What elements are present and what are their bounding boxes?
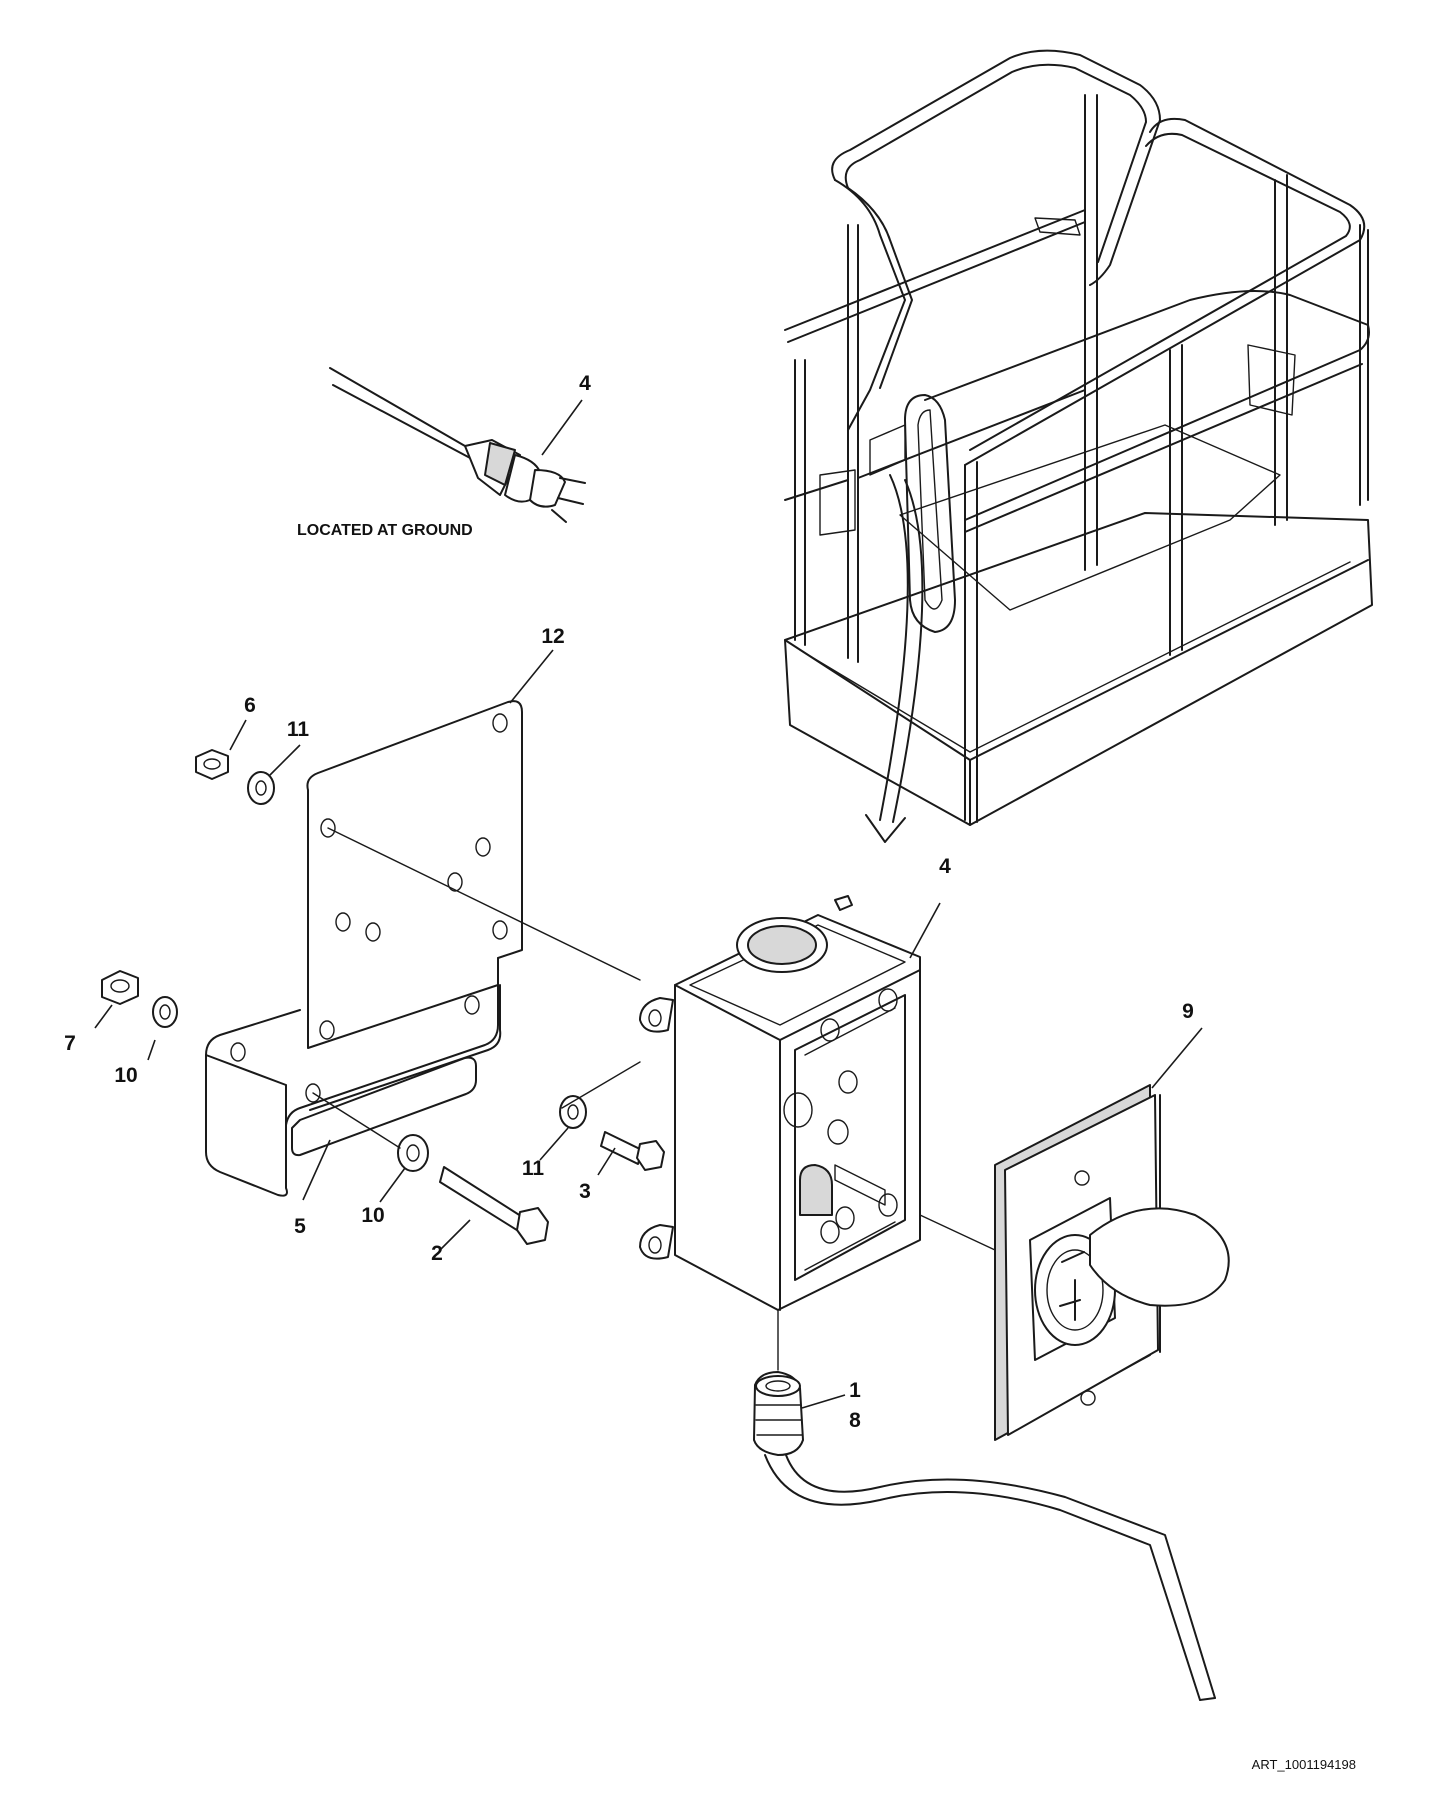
flat-washer xyxy=(247,771,275,805)
hex-bolt xyxy=(600,1131,643,1165)
hex-bolt xyxy=(439,1166,525,1233)
leader-lines xyxy=(94,399,1203,1409)
callout-clip: 5 xyxy=(294,1215,306,1238)
hex-nut xyxy=(101,970,139,1005)
flat-washer xyxy=(397,1134,429,1172)
callout-washer-left: 10 xyxy=(114,1064,137,1087)
art-id: ART_1001194198 xyxy=(1252,1757,1356,1772)
mounting-plate xyxy=(205,700,641,1197)
callout-plate: 12 xyxy=(541,625,564,648)
hex-nut xyxy=(195,749,229,780)
callout-bolt-long: 2 xyxy=(431,1242,443,1265)
callout-cover: 9 xyxy=(1182,1000,1194,1023)
callout-fitting-b: 8 xyxy=(849,1409,861,1432)
electrical-box xyxy=(639,895,921,1371)
callout-plug: 4 xyxy=(579,372,591,395)
hardware xyxy=(101,749,665,1245)
callout-bolt-short: 3 xyxy=(579,1180,591,1203)
ground-plug xyxy=(329,367,586,523)
flat-washer xyxy=(559,1095,587,1129)
platform-basket xyxy=(784,49,1373,843)
callout-washer-right: 11 xyxy=(522,1157,545,1180)
cable-fitting xyxy=(753,1371,1216,1701)
receptacle-cover xyxy=(919,1084,1230,1441)
callout-washer-mid: 10 xyxy=(361,1204,384,1227)
ground-note: LOCATED AT GROUND xyxy=(297,522,473,539)
flat-washer xyxy=(152,996,178,1028)
callout-labels: 4 12 6 11 4 9 7 10 11 3 5 10 2 1 8 xyxy=(64,372,1194,1432)
callout-nut-left: 7 xyxy=(64,1032,76,1055)
callout-washer-top: 11 xyxy=(287,718,310,741)
callout-fitting-a: 1 xyxy=(849,1379,861,1402)
callout-nut-top: 6 xyxy=(244,694,256,717)
callout-box: 4 xyxy=(939,855,951,878)
